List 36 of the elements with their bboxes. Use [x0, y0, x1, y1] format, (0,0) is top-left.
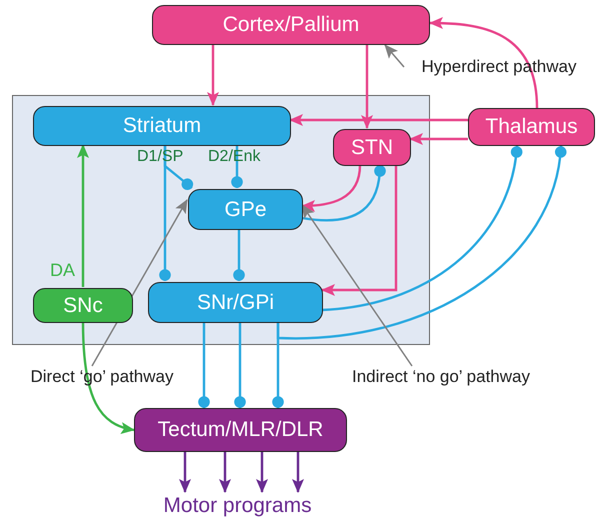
arrow — [301, 164, 362, 212]
process-box: STN — [333, 129, 411, 166]
process-box: SNc — [33, 288, 133, 323]
arrow — [292, 452, 304, 493]
transmitter-label: DA — [50, 260, 76, 281]
arrow — [219, 452, 231, 493]
inhibitory-connector — [276, 146, 566, 340]
leader-arrow — [384, 44, 405, 68]
arrow — [82, 322, 135, 434]
process-box: Thalamus — [468, 108, 595, 146]
arrow — [429, 17, 538, 108]
output-label: Motor programs — [150, 492, 325, 519]
process-box: Tectum/MLR/DLR — [134, 408, 347, 452]
arrow — [409, 133, 468, 145]
inhibitory-connector — [234, 322, 246, 408]
process-box: Cortex/Pallium — [152, 5, 430, 45]
arrow — [207, 45, 219, 106]
pathway-label: Indirect ‘no go’ pathway — [330, 366, 552, 388]
inhibitory-connector — [233, 229, 245, 281]
process-box: GPe — [188, 189, 303, 230]
leader-arrow — [301, 204, 413, 366]
process-box: Striatum — [33, 106, 291, 146]
inhibitory-connector — [272, 322, 284, 408]
arrow — [289, 114, 468, 126]
inhibitory-connector — [322, 146, 522, 312]
region-background — [12, 95, 430, 345]
inhibitory-connector — [198, 322, 210, 408]
inhibitory-connector — [159, 145, 171, 281]
arrow — [321, 165, 398, 296]
inhibitory-connector — [302, 164, 386, 222]
process-box: SNr/GPi — [148, 282, 323, 323]
leader-arrow — [91, 199, 188, 366]
arrow — [77, 144, 89, 287]
arrow — [179, 452, 191, 493]
arrow — [361, 45, 373, 129]
arrow — [256, 452, 268, 493]
